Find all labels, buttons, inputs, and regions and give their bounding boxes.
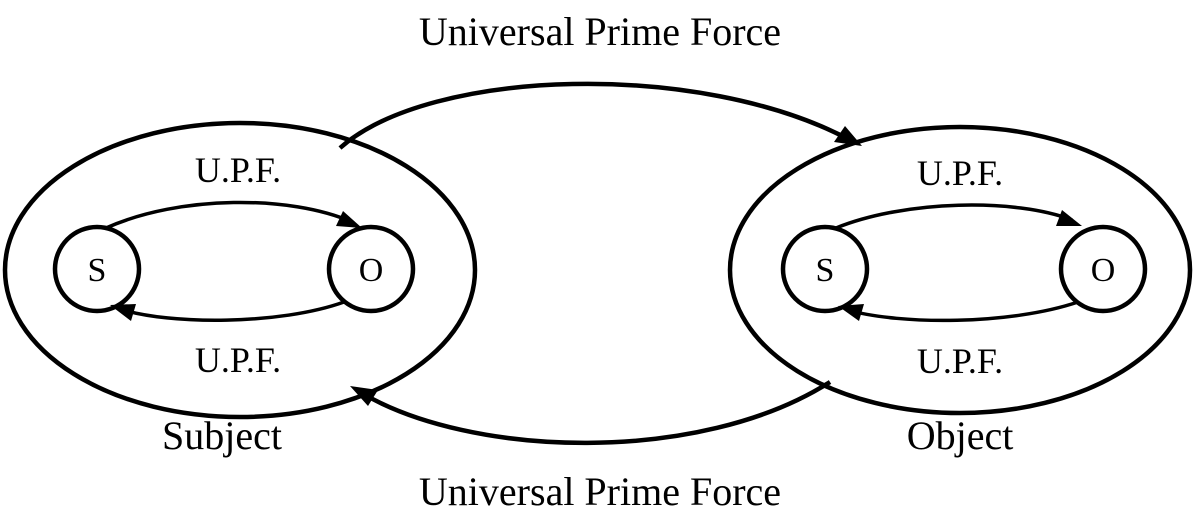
subject-ellipse <box>2 120 478 420</box>
object-lower-arc <box>847 300 1079 323</box>
bottom-force-label: Universal Prime Force <box>419 469 781 511</box>
object-upper-arc <box>835 203 1073 230</box>
subject-node-o <box>326 224 416 314</box>
subject-lower-arrowhead <box>110 304 136 321</box>
subject-lower-arc <box>119 300 345 322</box>
subject-upper-arc <box>105 200 353 230</box>
object-upf-bottom-label: U.P.F. <box>917 341 1003 381</box>
bottom-connecting-arc <box>358 380 832 446</box>
object-ellipse <box>727 124 1193 416</box>
object-caption: Object <box>907 413 1014 458</box>
subject-node-o-label: O <box>359 252 384 289</box>
subject-upper-arrowhead <box>336 211 362 228</box>
subject-upf-bottom-label: U.P.F. <box>195 340 281 380</box>
object-node-s <box>780 224 870 314</box>
top-connecting-arc <box>338 81 852 150</box>
object-lower-arrowhead <box>838 304 864 321</box>
object-upper-arrowhead <box>1056 210 1082 226</box>
subject-node-s-label: S <box>88 252 107 289</box>
object-upf-top-label: U.P.F. <box>917 153 1003 193</box>
top-force-label: Universal Prime Force <box>419 9 781 54</box>
subject-caption: Subject <box>162 413 282 458</box>
object-node-s-label: S <box>816 252 835 289</box>
subject-node-s <box>52 224 142 314</box>
object-node-o-label: O <box>1091 252 1116 289</box>
object-node-o <box>1058 224 1148 314</box>
subject-upf-top-label: U.P.F. <box>195 150 281 190</box>
